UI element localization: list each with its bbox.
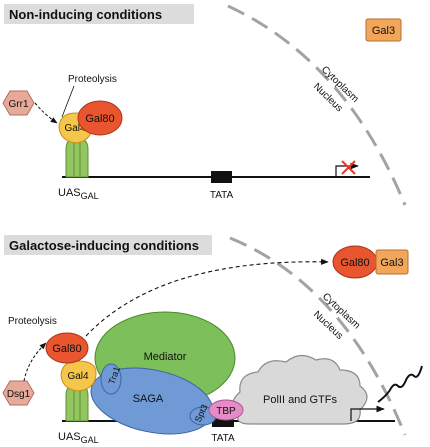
bottom-pol2-cloud bbox=[231, 354, 368, 425]
bottom-tbp-label: TBP bbox=[216, 406, 236, 417]
bottom-tata-label: TATA bbox=[211, 433, 235, 444]
bottom-complex-gal3-box bbox=[375, 249, 409, 275]
bottom-complex-gal80-label: Gal80 bbox=[340, 257, 369, 269]
bottom-proteolysis-arrow bbox=[23, 342, 47, 382]
bottom-dsg1-label: Dsg1 bbox=[7, 389, 31, 400]
bottom-complex-gal3-label: Gal3 bbox=[380, 257, 403, 269]
top-gal3-label: Gal3 bbox=[372, 25, 395, 37]
top-grr1-hexagon bbox=[2, 90, 35, 116]
top-gal80-label: Gal80 bbox=[85, 113, 114, 125]
bottom-gal80-label: Gal80 bbox=[52, 343, 81, 355]
bottom-panel-title: Galactose-inducing conditions bbox=[9, 238, 199, 253]
bottom-pol2-label: PolII and GTFs bbox=[263, 394, 337, 406]
top-panel-title: Non-inducing conditions bbox=[9, 7, 162, 22]
top-proteolysis-label: Proteolysis bbox=[68, 74, 117, 85]
top-gal4-label: Gal4 bbox=[64, 123, 86, 134]
bottom-gal4-label: Gal4 bbox=[67, 371, 89, 382]
top-gal80-shape bbox=[77, 100, 123, 136]
top-proteolysis-arrow bbox=[34, 102, 58, 124]
top-proteolysis-leader bbox=[61, 85, 75, 118]
top-tata-box bbox=[211, 171, 232, 183]
bottom-transcription-arrow bbox=[350, 405, 385, 421]
top-grr1-label: Grr1 bbox=[9, 99, 29, 110]
top-repressed-x-icon bbox=[341, 160, 356, 175]
bottom-saga-label: SAGA bbox=[133, 393, 164, 405]
bottom-proteolysis-label: Proteolysis bbox=[8, 316, 57, 327]
bottom-nuclear-membrane bbox=[229, 236, 407, 436]
bottom-mrna-transcript bbox=[377, 365, 423, 403]
bottom-mediator-label: Mediator bbox=[144, 351, 187, 363]
top-tata-label: TATA bbox=[210, 190, 234, 201]
top-header-bar bbox=[4, 4, 194, 24]
bottom-tbp-shape bbox=[208, 399, 244, 421]
top-nuclear-membrane bbox=[227, 4, 407, 206]
top-uas-green bbox=[65, 138, 89, 178]
top-gal3-box bbox=[365, 18, 402, 42]
bottom-export-arrow bbox=[85, 258, 329, 337]
top-uas-label: UASGAL bbox=[58, 187, 99, 201]
bottom-tra1-shape bbox=[100, 363, 122, 395]
bottom-header-bar bbox=[4, 235, 212, 255]
bottom-dsg1-hexagon bbox=[2, 380, 35, 406]
bottom-uas-label: UASGAL bbox=[58, 431, 99, 445]
